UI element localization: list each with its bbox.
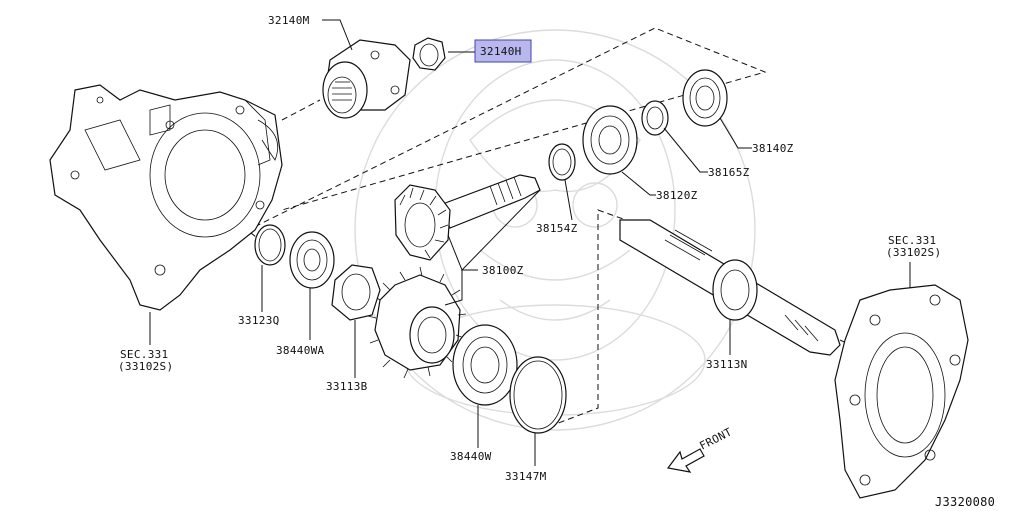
part-38440WA-bearing: [289, 231, 335, 289]
label-38140Z[interactable]: 38140Z: [752, 142, 794, 155]
section-ref-right[interactable]: SEC.331: [888, 234, 936, 247]
part-32140M-flange: [322, 39, 411, 119]
part-33123Q-oring: [254, 224, 286, 266]
part-38120Z-bearing: [582, 105, 638, 175]
label-38440W[interactable]: 38440W: [450, 450, 492, 463]
label-38100Z[interactable]: 38100Z: [482, 264, 524, 277]
label-38154Z[interactable]: 38154Z: [536, 222, 578, 235]
section-code-left: (33102S): [118, 360, 173, 373]
label-33113N[interactable]: 33113N: [706, 358, 748, 371]
highlight-box-32140H: [474, 39, 532, 63]
label-32140H[interactable]: 32140H: [480, 45, 522, 58]
label-38165Z[interactable]: 38165Z: [708, 166, 750, 179]
front-label: FRONT: [697, 425, 734, 452]
part-38440W-bearing: [452, 324, 518, 406]
part-33113B-nut: [331, 264, 381, 321]
leader-lines: [149, 19, 911, 466]
label-38120Z[interactable]: 38120Z: [656, 189, 698, 202]
section-code-right: (33102S): [886, 246, 941, 259]
diagram-code: J3320080: [935, 495, 995, 509]
label-32140M[interactable]: 32140M: [268, 14, 310, 27]
front-direction-indicator: FRONT: [666, 425, 734, 473]
part-38100Z-gear-set: [367, 174, 541, 379]
section-ref-left[interactable]: SEC.331: [120, 348, 168, 361]
part-38140Z-bearing: [682, 69, 728, 127]
left-transfer-housing: [49, 84, 283, 311]
part-33113N-output-shaft: [619, 219, 841, 356]
label-33147M[interactable]: 33147M: [505, 470, 547, 483]
label-38440WA[interactable]: 38440WA: [276, 344, 325, 357]
label-33123Q[interactable]: 33123Q: [238, 314, 280, 327]
label-33113B[interactable]: 33113B: [326, 380, 368, 393]
part-38154Z-shim: [548, 143, 576, 181]
front-arrow-icon: [666, 448, 705, 473]
part-33147M-oring: [509, 356, 567, 434]
right-transfer-housing: [834, 284, 969, 499]
part-32140H-nut: [412, 37, 446, 71]
part-38165Z-spacer: [641, 100, 669, 136]
